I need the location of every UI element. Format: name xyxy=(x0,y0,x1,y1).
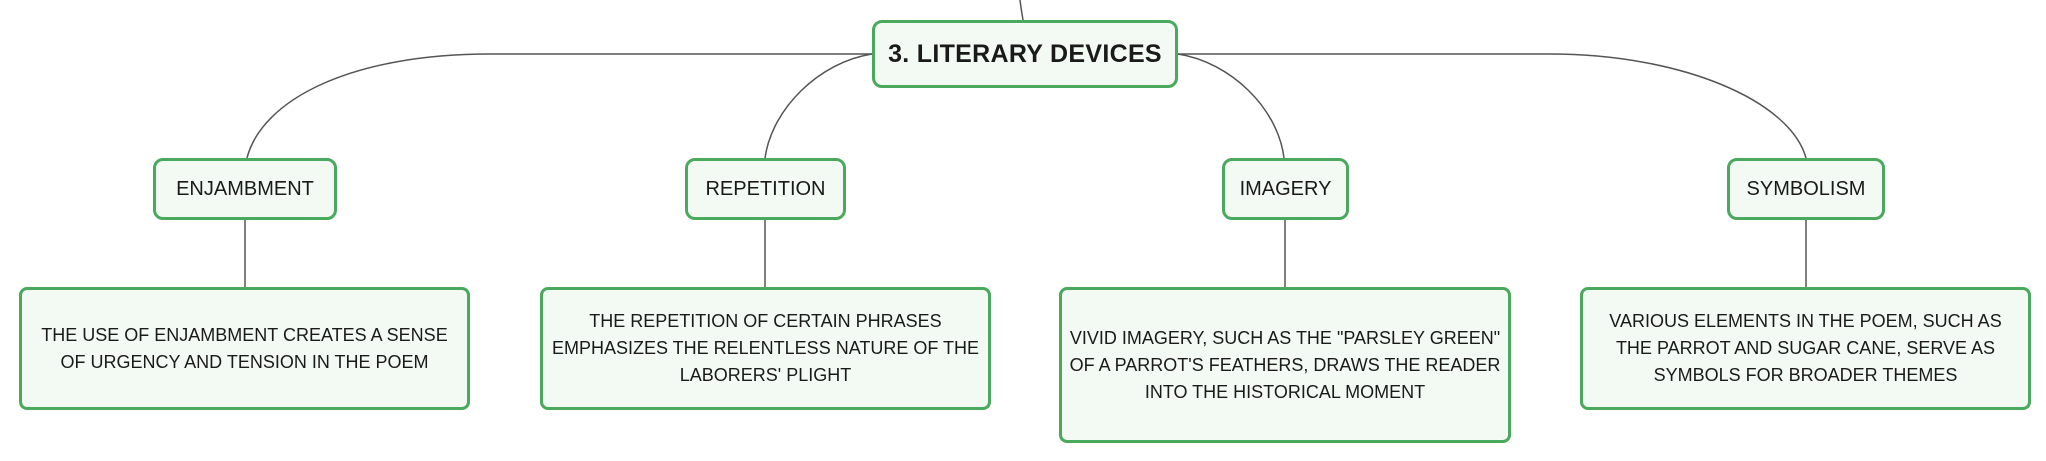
node-imagery[interactable]: IMAGERY xyxy=(1222,158,1349,220)
connector-root-to-symbolism xyxy=(1178,53,1807,159)
connector-parent-to-root xyxy=(1019,0,1024,21)
connector-root-to-imagery xyxy=(1177,53,1285,159)
description-symbolism[interactable]: VARIOUS ELEMENTS IN THE POEM, SUCH AS TH… xyxy=(1580,287,2031,410)
node-enjambment[interactable]: ENJAMBMENT xyxy=(153,158,337,220)
node-repetition[interactable]: REPETITION xyxy=(685,158,846,220)
root-node[interactable]: 3. LITERARY DEVICES xyxy=(872,20,1178,88)
node-symbolism[interactable]: SYMBOLISM xyxy=(1727,158,1885,220)
description-imagery[interactable]: VIVID IMAGERY, SUCH AS THE "PARSLEY GREE… xyxy=(1059,287,1511,443)
description-enjambment[interactable]: THE USE OF ENJAMBMENT CREATES A SENSE OF… xyxy=(19,287,470,410)
connector-root-to-repetition xyxy=(764,53,873,159)
description-repetition[interactable]: THE REPETITION OF CERTAIN PHRASES EMPHAS… xyxy=(540,287,991,410)
connector-root-to-enjambment xyxy=(246,53,872,159)
